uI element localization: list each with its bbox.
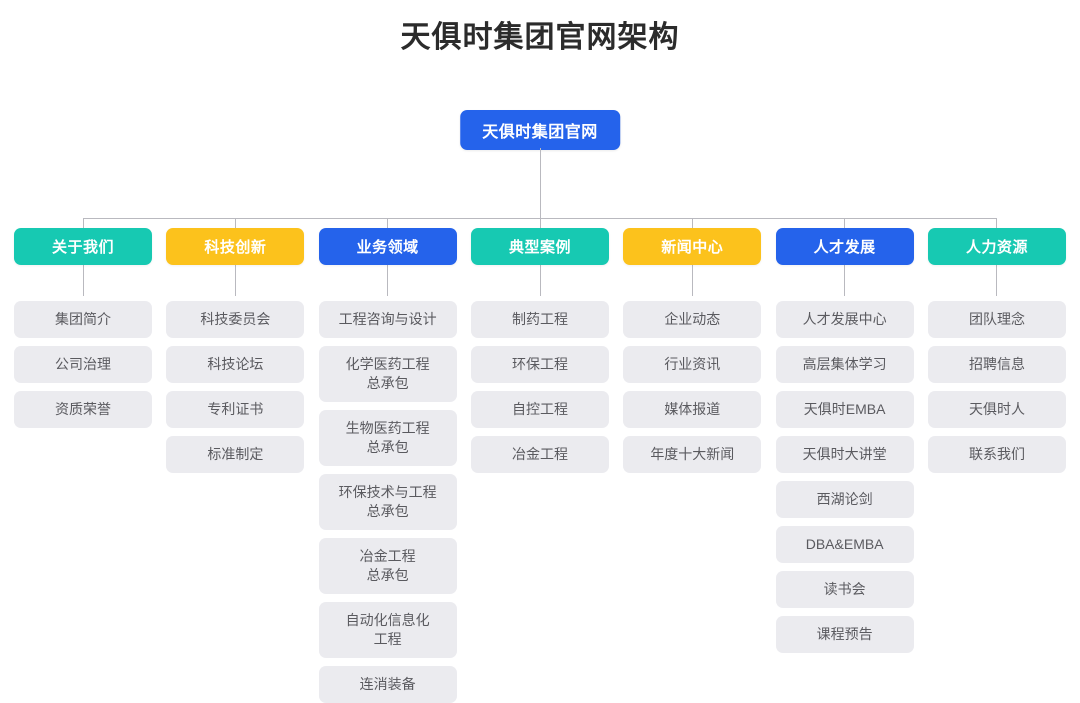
list-item[interactable]: 化学医药工程 总承包	[318, 346, 457, 402]
column-items-tech-innovation: 科技委员会 科技论坛 专利证书 标准制定	[166, 301, 305, 473]
list-item[interactable]: 团队理念	[927, 301, 1066, 338]
column-human-resources: 人力资源 团队理念 招聘信息 天俱时人 联系我们	[927, 228, 1066, 473]
list-item[interactable]: 行业资讯	[623, 346, 762, 383]
list-item[interactable]: 课程预告	[775, 616, 914, 653]
column-items-business-areas: 工程咨询与设计 化学医药工程 总承包 生物医药工程 总承包 环保技术与工程 总承…	[318, 301, 457, 703]
root-node-company-site[interactable]: 天俱时集团官网	[460, 110, 620, 150]
column-header-talent-development[interactable]: 人才发展	[775, 228, 914, 265]
column-about-us: 关于我们 集团简介 公司治理 资质荣誉	[14, 228, 152, 428]
list-item[interactable]: 科技论坛	[166, 346, 305, 383]
list-item[interactable]: DBA&EMBA	[775, 526, 914, 563]
column-talent-development: 人才发展 人才发展中心 高层集体学习 天俱时EMBA 天俱时大讲堂 西湖论剑 D…	[775, 228, 914, 653]
list-item[interactable]: 公司治理	[14, 346, 152, 383]
list-item[interactable]: 招聘信息	[927, 346, 1066, 383]
list-item[interactable]: 集团简介	[14, 301, 152, 338]
column-header-typical-cases[interactable]: 典型案例	[470, 228, 609, 265]
column-header-about-us[interactable]: 关于我们	[14, 228, 152, 265]
list-item[interactable]: 环保技术与工程 总承包	[318, 474, 457, 530]
column-items-news-center: 企业动态 行业资讯 媒体报道 年度十大新闻	[623, 301, 762, 473]
org-chart-columns: 关于我们 集团简介 公司治理 资质荣誉 科技创新 科技委员会 科技论坛 专利证书…	[14, 228, 1066, 703]
list-item[interactable]: 天俱时人	[927, 391, 1066, 428]
list-item[interactable]: 连消装备	[318, 666, 457, 703]
list-item[interactable]: 冶金工程 总承包	[318, 538, 457, 594]
list-item[interactable]: 制药工程	[470, 301, 609, 338]
list-item[interactable]: 专利证书	[166, 391, 305, 428]
list-item[interactable]: 媒体报道	[623, 391, 762, 428]
list-item[interactable]: 企业动态	[623, 301, 762, 338]
list-item[interactable]: 工程咨询与设计	[318, 301, 457, 338]
column-news-center: 新闻中心 企业动态 行业资讯 媒体报道 年度十大新闻	[623, 228, 762, 473]
page-title: 天俱时集团官网架构	[400, 21, 680, 54]
list-item[interactable]: 标准制定	[166, 436, 305, 473]
list-item[interactable]: 天俱时EMBA	[775, 391, 914, 428]
list-item[interactable]: 自动化信息化 工程	[318, 602, 457, 658]
list-item[interactable]: 读书会	[775, 571, 914, 608]
list-item[interactable]: 年度十大新闻	[623, 436, 762, 473]
column-tech-innovation: 科技创新 科技委员会 科技论坛 专利证书 标准制定	[166, 228, 305, 473]
list-item[interactable]: 科技委员会	[166, 301, 305, 338]
column-items-talent-development: 人才发展中心 高层集体学习 天俱时EMBA 天俱时大讲堂 西湖论剑 DBA&EM…	[775, 301, 914, 653]
list-item[interactable]: 自控工程	[470, 391, 609, 428]
column-items-typical-cases: 制药工程 环保工程 自控工程 冶金工程	[470, 301, 609, 473]
column-header-tech-innovation[interactable]: 科技创新	[166, 228, 305, 265]
column-header-human-resources[interactable]: 人力资源	[927, 228, 1066, 265]
list-item[interactable]: 生物医药工程 总承包	[318, 410, 457, 466]
list-item[interactable]: 高层集体学习	[775, 346, 914, 383]
list-item[interactable]: 人才发展中心	[775, 301, 914, 338]
list-item[interactable]: 冶金工程	[470, 436, 609, 473]
list-item[interactable]: 联系我们	[927, 436, 1066, 473]
column-items-about-us: 集团简介 公司治理 资质荣誉	[14, 301, 152, 428]
column-header-business-areas[interactable]: 业务领域	[318, 228, 457, 265]
column-items-human-resources: 团队理念 招聘信息 天俱时人 联系我们	[927, 301, 1066, 473]
column-typical-cases: 典型案例 制药工程 环保工程 自控工程 冶金工程	[470, 228, 609, 473]
list-item[interactable]: 资质荣誉	[14, 391, 152, 428]
list-item[interactable]: 天俱时大讲堂	[775, 436, 914, 473]
column-header-news-center[interactable]: 新闻中心	[623, 228, 762, 265]
list-item[interactable]: 环保工程	[470, 346, 609, 383]
column-business-areas: 业务领域 工程咨询与设计 化学医药工程 总承包 生物医药工程 总承包 环保技术与…	[318, 228, 457, 703]
list-item[interactable]: 西湖论剑	[775, 481, 914, 518]
